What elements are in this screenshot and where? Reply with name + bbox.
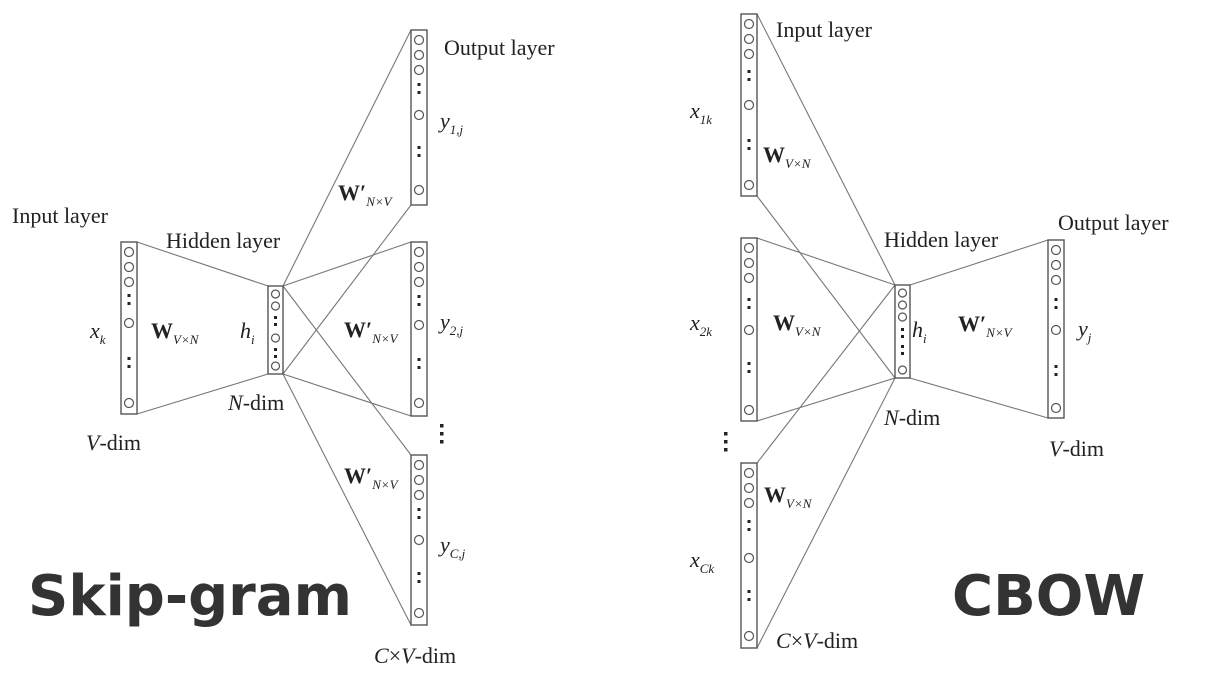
skipgram-n-dim-label: N-dim: [227, 390, 284, 415]
cbow-edges: [756, 13, 1049, 649]
skipgram-x-k-label: xk: [89, 318, 106, 347]
skipgram-y2-label: y2,j: [438, 309, 464, 338]
cbow-title: CBOW: [952, 564, 1145, 629]
cbow-hidden-layer-label: Hidden layer: [884, 227, 999, 252]
skipgram-h-i-label: hi: [240, 318, 255, 347]
skipgram-v-dim-label: V-dim: [86, 430, 141, 455]
cbow-more-inputs-ellipsis: [724, 432, 728, 452]
skipgram-w-in-label: WV×N: [151, 318, 200, 347]
cbow-v-dim-label: V-dim: [1049, 436, 1104, 461]
skipgram-output-layer-label: Output layer: [444, 35, 555, 60]
cbow-input-vector-c: [740, 462, 758, 649]
skipgram-w-out-2-label: W′N×V: [344, 317, 400, 346]
cbow-input-vector-1: [740, 13, 758, 197]
cbow-input-vector-2: [740, 237, 758, 422]
cbow-y-j-label: yj: [1076, 316, 1092, 345]
skipgram-w-out-1-label: W′N×V: [338, 180, 394, 209]
skipgram-yc-label: yC,j: [438, 532, 466, 561]
skipgram-cv-dim-label: C×V-dim: [374, 643, 456, 668]
cbow-input-layer-label: Input layer: [776, 17, 873, 42]
cbow-n-dim-label: N-dim: [883, 405, 940, 430]
skipgram-y1-label: y1,j: [438, 108, 464, 137]
skipgram-output-vector-1: [410, 29, 428, 206]
cbow-w-in-2-label: WV×N: [773, 310, 822, 339]
skipgram-hidden-layer-label: Hidden layer: [166, 228, 281, 253]
cbow-w-in-1-label: WV×N: [763, 142, 812, 171]
cbow-diagram: Input layer Hidden layer Output layer x1…: [689, 13, 1169, 653]
cbow-output-vector: [1047, 239, 1065, 419]
skipgram-w-out-c-label: W′N×V: [344, 463, 400, 492]
cbow-output-layer-label: Output layer: [1058, 210, 1169, 235]
skipgram-output-vector-2: [410, 241, 428, 417]
cbow-x2-label: x2k: [689, 310, 712, 339]
cbow-w-out-label: W′N×V: [958, 311, 1014, 340]
cbow-h-i-label: hi: [912, 317, 927, 346]
cbow-xc-label: xCk: [689, 547, 714, 576]
skipgram-hidden-vector: [267, 285, 284, 375]
skipgram-more-outputs-ellipsis: [440, 424, 444, 444]
skipgram-input-layer-label: Input layer: [12, 203, 109, 228]
cbow-x1-label: x1k: [689, 98, 712, 127]
skipgram-diagram: Input layer Hidden layer Output layer xk…: [12, 29, 555, 668]
skipgram-edges: [136, 29, 412, 626]
cbow-w-in-c-label: WV×N: [764, 482, 813, 511]
skipgram-input-vector: [120, 241, 138, 415]
skipgram-output-vector-c: [410, 454, 428, 626]
skipgram-title: Skip-gram: [28, 564, 352, 629]
cbow-cv-dim-label: C×V-dim: [776, 628, 858, 653]
cbow-hidden-vector: [894, 284, 911, 379]
